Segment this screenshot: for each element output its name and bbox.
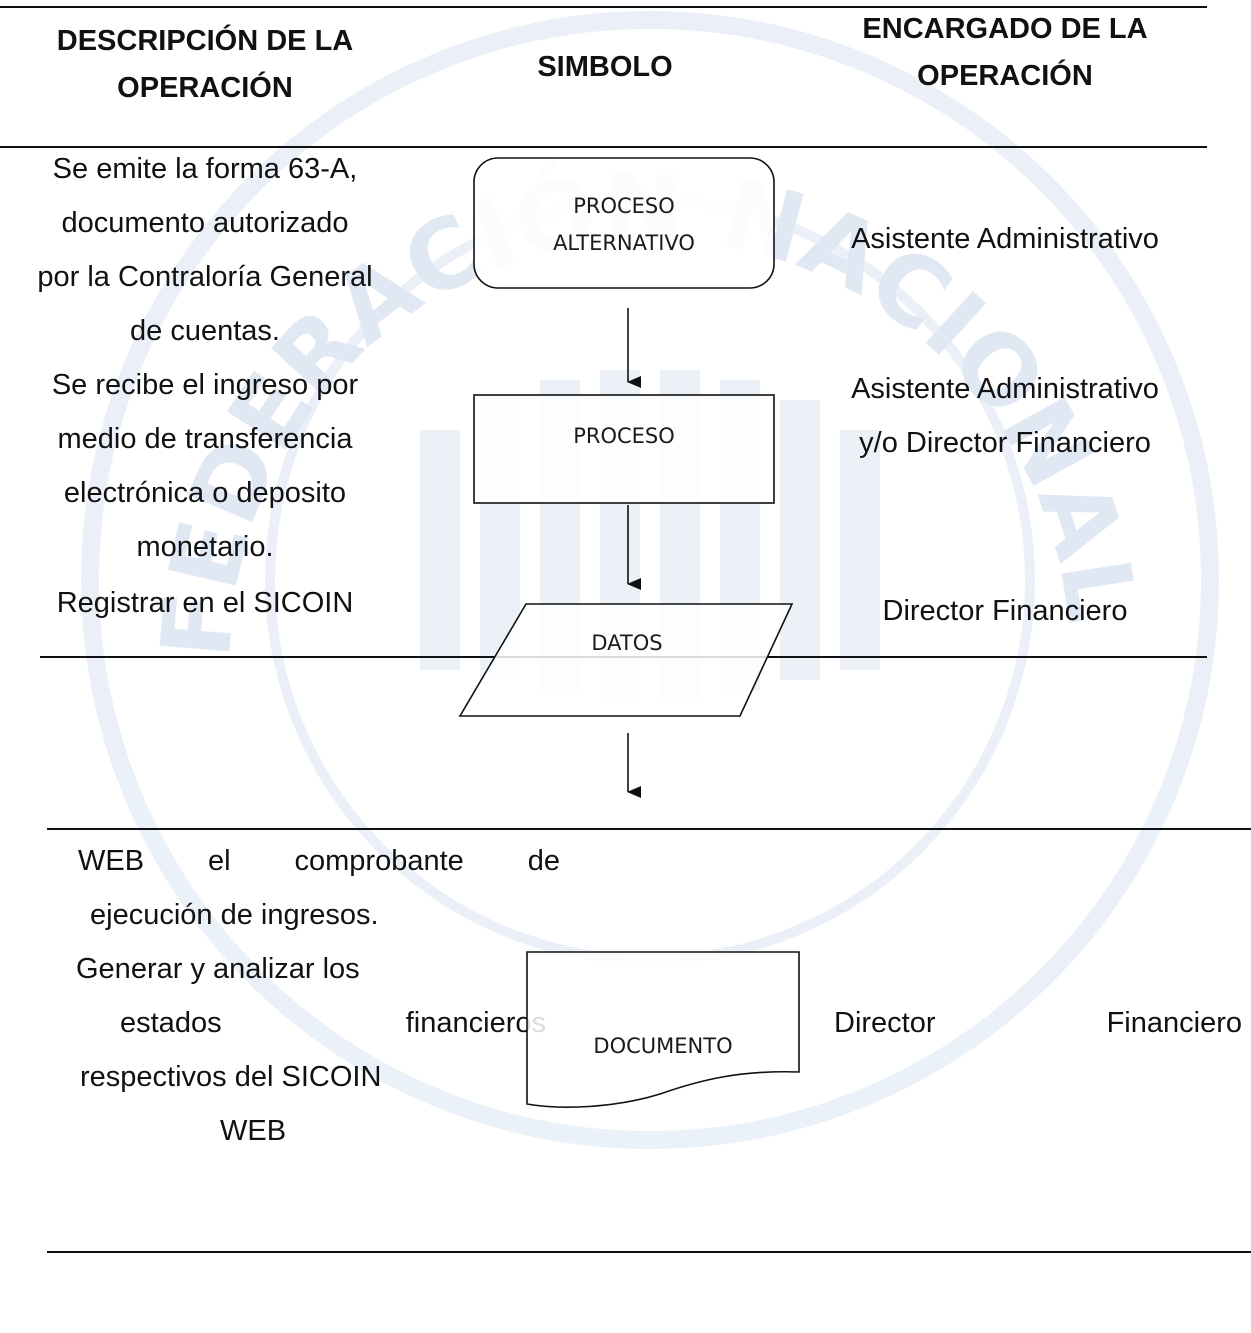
word: comprobante	[294, 845, 464, 877]
description-line-justified: estados financieros	[78, 996, 546, 1050]
description-step-3: Registrar en el SICOIN	[0, 576, 410, 630]
description-step-2: Se recibe el ingreso por medio de transf…	[0, 358, 410, 574]
description-line: WEB	[220, 1115, 287, 1147]
responsible-step-3: Director Financiero	[882, 595, 1128, 627]
word: de	[527, 845, 560, 877]
top-rule	[0, 6, 1207, 8]
node-label: DATOS	[591, 631, 662, 655]
header-responsible: ENCARGADO DE LA OPERACIÓN	[800, 6, 1210, 100]
description-line: respectivos del SICOIN	[80, 1061, 382, 1093]
description-line: Se recibe el ingreso por	[51, 369, 359, 401]
header-description-line2: OPERACIÓN	[117, 72, 293, 104]
word: financieros	[405, 1007, 546, 1039]
description-step-1: Se emite la forma 63-A, documento autori…	[0, 142, 410, 358]
description-line: Generar y analizar los	[76, 953, 360, 985]
description-line: Registrar en el SICOIN	[56, 587, 354, 619]
description-line: por la Contraloría General	[37, 261, 373, 293]
header-responsible-line2: OPERACIÓN	[917, 60, 1093, 92]
responsible-step-1: Asistente Administrativo	[851, 223, 1159, 255]
node-data: DATOS	[458, 603, 794, 717]
description-line: electrónica o deposito	[63, 477, 347, 509]
description-line: medio de transferencia	[57, 423, 353, 455]
node-process: PROCESO	[473, 394, 775, 504]
word: Financiero	[1106, 1007, 1242, 1039]
node-label: PROCESO	[573, 424, 675, 448]
description-line: de cuentas.	[130, 315, 280, 347]
description-list: Se emite la forma 63-A, documento autori…	[0, 142, 410, 630]
node-label: ALTERNATIVO	[553, 231, 695, 255]
header-description-line1: DESCRIPCIÓN DE LA	[56, 25, 354, 57]
word: estados	[120, 1007, 222, 1039]
description-line: monetario.	[136, 531, 274, 563]
header-rule	[0, 146, 1207, 148]
responsible-line: y/o Director Financiero	[859, 427, 1151, 459]
section2-responsible: Director Financiero	[834, 996, 1242, 1050]
word: WEB	[78, 845, 145, 877]
header-symbol: SIMBOLO	[537, 51, 673, 83]
description-line: ejecución de ingresos.	[90, 899, 379, 931]
section2-description: WEB el comprobante de ejecución de ingre…	[76, 834, 560, 1158]
node-document: DOCUMENTO	[526, 951, 800, 1108]
section2-top-rule	[47, 828, 1251, 830]
node-alt-process: PROCESO ALTERNATIVO	[473, 157, 775, 289]
node-label: PROCESO	[573, 194, 675, 218]
word: el	[208, 845, 231, 877]
header-responsible-line1: ENCARGADO DE LA	[862, 13, 1148, 45]
responsible-step-2: Asistente Administrativo y/o Director Fi…	[800, 362, 1210, 470]
section2-bottom-rule	[47, 1251, 1251, 1253]
header-description: DESCRIPCIÓN DE LA OPERACIÓN	[0, 18, 410, 112]
node-label: DOCUMENTO	[593, 1034, 732, 1058]
description-line-justified: WEB el comprobante de	[78, 834, 560, 888]
description-line: Se emite la forma 63-A,	[52, 153, 358, 185]
description-line: documento autorizado	[61, 207, 349, 239]
word: Director	[834, 1007, 936, 1039]
responsible-line: Asistente Administrativo	[851, 373, 1159, 405]
